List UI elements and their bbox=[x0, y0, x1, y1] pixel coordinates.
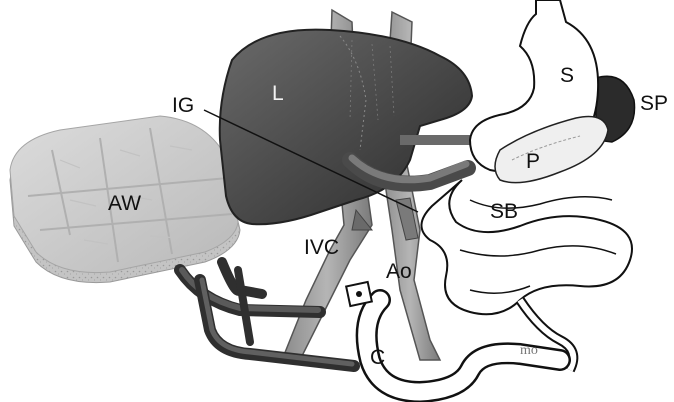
stomach-label: S bbox=[560, 64, 574, 87]
iliac-graft-label: IG bbox=[172, 94, 194, 117]
spleen-label: SP bbox=[640, 92, 668, 115]
small-bowel bbox=[421, 180, 632, 370]
colon-label: C bbox=[370, 346, 385, 369]
ivc-label: IVC bbox=[304, 236, 339, 259]
liver-label: L bbox=[272, 82, 284, 105]
aorta-label: Ao bbox=[386, 260, 412, 283]
small-bowel-label: SB bbox=[490, 200, 518, 223]
artist-signature: mo bbox=[520, 343, 538, 358]
abdominal-wall-label: AW bbox=[108, 192, 141, 215]
liver bbox=[220, 30, 472, 230]
pancreas-label: P bbox=[526, 150, 540, 173]
